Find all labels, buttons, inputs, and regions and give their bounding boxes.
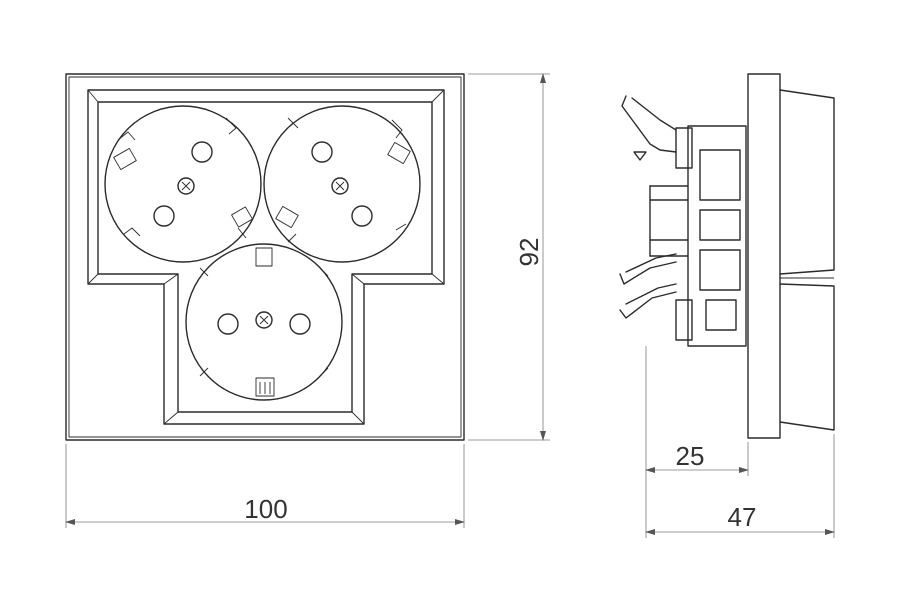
side-front-plate <box>747 73 781 439</box>
dimension-total-depth-label: 47 <box>728 502 757 532</box>
earth-clip-icon <box>255 247 275 397</box>
dimension-width-label: 100 <box>244 494 287 524</box>
side-view <box>619 73 835 439</box>
side-cover <box>779 89 835 431</box>
dimension-mounting-depth-label: 25 <box>676 441 705 471</box>
screw-icon <box>255 311 273 329</box>
earth-clip-icon <box>113 147 253 228</box>
outer-frame <box>65 73 465 441</box>
dimension-width: 100 <box>65 444 465 528</box>
screw-icon <box>331 177 349 195</box>
side-mechanism <box>649 125 747 347</box>
socket-top-right <box>263 105 421 263</box>
side-claws <box>619 95 677 319</box>
dimension-height: 92 <box>468 73 550 441</box>
dimension-mounting-depth: 25 <box>645 346 749 538</box>
earth-clip-icon <box>275 141 411 229</box>
socket-bottom <box>185 243 343 401</box>
outer-frame-inner-edge <box>68 76 462 438</box>
socket-top-left <box>104 105 262 263</box>
screw-icon <box>177 177 195 195</box>
dimension-total-depth: 47 <box>645 434 835 538</box>
bevel-corners <box>87 89 445 425</box>
front-view <box>65 73 465 441</box>
dimension-height-label: 92 <box>514 238 544 267</box>
